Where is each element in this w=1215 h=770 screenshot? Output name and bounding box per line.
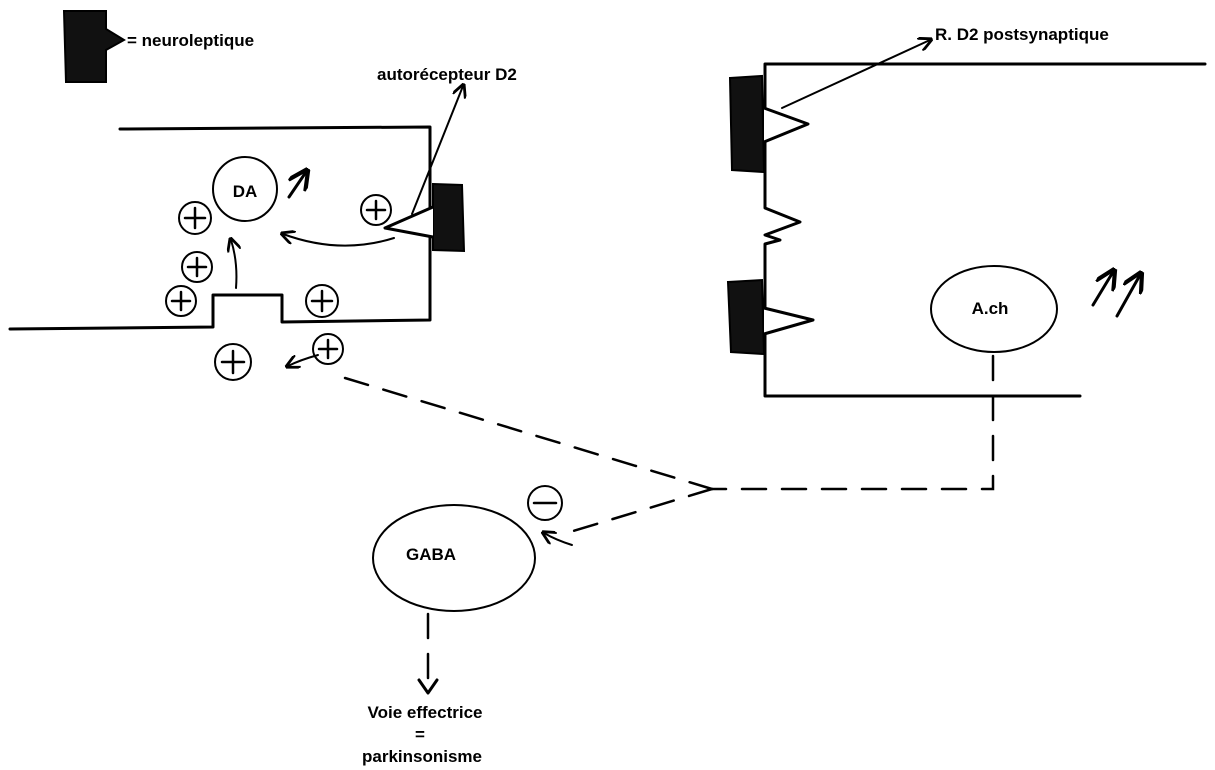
minus-circle-icon (528, 486, 562, 520)
modulation-arrow (288, 355, 318, 366)
release-arrow (231, 240, 236, 288)
effector-label: Voie effectrice = parkinsonisme (362, 703, 482, 766)
plus-circle-icon (313, 334, 343, 364)
autoreceptor-spike (385, 207, 433, 237)
effector-line-3: parkinsonisme (362, 747, 482, 766)
postsynaptic-pointer (782, 40, 930, 108)
effector-arrowhead (419, 680, 437, 693)
effector-line-2: = (415, 725, 425, 744)
plus-circle-icon (215, 344, 251, 380)
dopamine-increase-arrow (289, 172, 306, 197)
autoreceptor-label: autorécepteur D2 (377, 65, 517, 84)
double-up-arrow-icon (1093, 272, 1140, 316)
postsynaptic-label: R. D2 postsynaptique (935, 25, 1109, 44)
plus-circle-icon (182, 252, 212, 282)
dashed-pathways (345, 356, 993, 545)
neuroleptic-block-receptor-lower (728, 280, 764, 354)
presynaptic-terminal: autorécepteur D2 DA (10, 65, 517, 380)
plus-circle-icon (179, 202, 211, 234)
gaba-label: GABA (406, 545, 456, 564)
plus-circle-icon (166, 286, 196, 316)
feedback-arrow (283, 234, 394, 246)
neuroleptic-legend-icon (64, 11, 124, 82)
legend: = neuroleptique (64, 11, 254, 82)
postsynaptic-receptor-spike-upper (764, 108, 808, 142)
neuroleptic-block-receptor-upper (730, 76, 764, 172)
inhibition-arrow (544, 533, 572, 545)
dopamine-label: DA (233, 182, 258, 201)
effector-line-1: Voie effectrice (368, 703, 483, 722)
plus-circle-icon (361, 195, 391, 225)
acetylcholine-label: A.ch (972, 299, 1009, 318)
gaba-neuron: GABA (373, 505, 535, 693)
neuroleptic-block-autoreceptor (433, 184, 464, 251)
legend-text: = neuroleptique (127, 31, 254, 50)
postsynaptic-receptor-spike-lower (764, 308, 813, 334)
postsynaptic-neuron: R. D2 postsynaptique A.ch (728, 25, 1205, 396)
plus-circle-icon (306, 285, 338, 317)
